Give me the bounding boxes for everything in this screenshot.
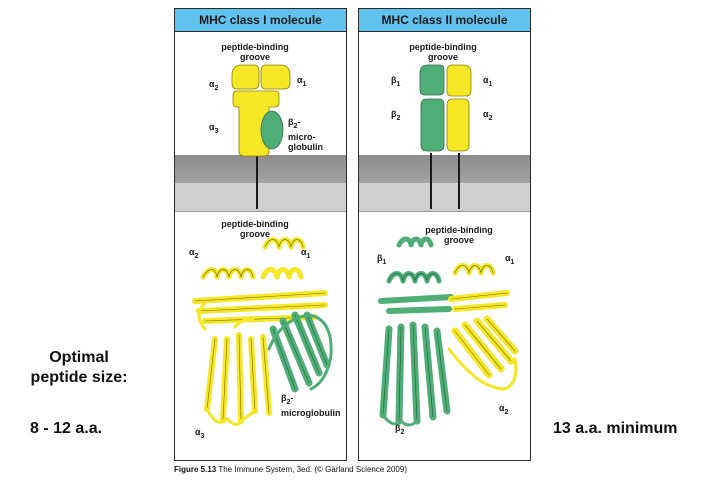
- class2-alpha1-label-structure: α1: [505, 253, 515, 266]
- class2-beta1-label: β1: [391, 75, 401, 88]
- class2-alpha2-label-structure: α2: [499, 403, 509, 416]
- optimal-peptide-size-label: Optimal peptide size:: [30, 349, 128, 386]
- cell-membrane-inner: [359, 183, 530, 212]
- class2-alpha1-label: α1: [483, 75, 493, 88]
- class1-b2m-label-top: β2- micro- globulin: [288, 117, 323, 152]
- class2-beta1-label-structure: β1: [377, 253, 387, 266]
- cell-membrane-outer: [359, 155, 530, 183]
- mhc-class2-panel: MHC class II molecule peptide-binding gr…: [358, 8, 531, 461]
- cell-membrane-inner: [175, 183, 346, 212]
- class2-groove-label-top: peptide-binding groove: [409, 42, 477, 62]
- class2-schematic: [419, 64, 472, 209]
- class1-alpha3-label-structure: α3: [195, 427, 205, 440]
- class1-b2m-label-bottom: β2- microglobulin: [281, 393, 341, 418]
- class1-alpha2-label-structure: α2: [189, 247, 199, 260]
- figure-source: The Immune System, 3ed. (© Garland Scien…: [218, 465, 407, 474]
- class1-ribbon-structure: [192, 237, 333, 426]
- class1-groove-label-bottom: peptide-binding groove: [221, 219, 289, 239]
- class2-groove-label-bottom: peptide-binding groove: [425, 225, 493, 245]
- class2-beta2-label: β2: [391, 109, 401, 122]
- figure-number: Figure 5.13: [174, 465, 217, 474]
- class1-alpha2-label: α2: [209, 79, 219, 92]
- class1-alpha1-label-structure: α1: [301, 247, 311, 260]
- class1-alpha1-label: α1: [297, 75, 307, 88]
- class2-alpha2-label: α2: [483, 109, 493, 122]
- mhc-class1-title: MHC class I molecule: [175, 9, 346, 32]
- class2-ribbon-structure: [378, 236, 519, 427]
- mhc-class1-panel: MHC class I molecule peptide-binding gro…: [174, 8, 347, 461]
- class1-alpha3-label: α3: [209, 122, 219, 135]
- mhc-class2-title: MHC class II molecule: [359, 9, 530, 32]
- class1-schematic: [231, 64, 291, 209]
- class1-peptide-size: 8 - 12 a.a.: [30, 420, 103, 437]
- cell-membrane-outer: [175, 155, 346, 183]
- class1-groove-label-top: peptide-binding groove: [221, 42, 289, 62]
- class2-beta2-label-structure: β2: [395, 423, 405, 436]
- class2-peptide-size: 13 a.a. minimum: [553, 420, 678, 437]
- figure-caption: Figure 5.13 The Immune System, 3ed. (© G…: [174, 465, 407, 474]
